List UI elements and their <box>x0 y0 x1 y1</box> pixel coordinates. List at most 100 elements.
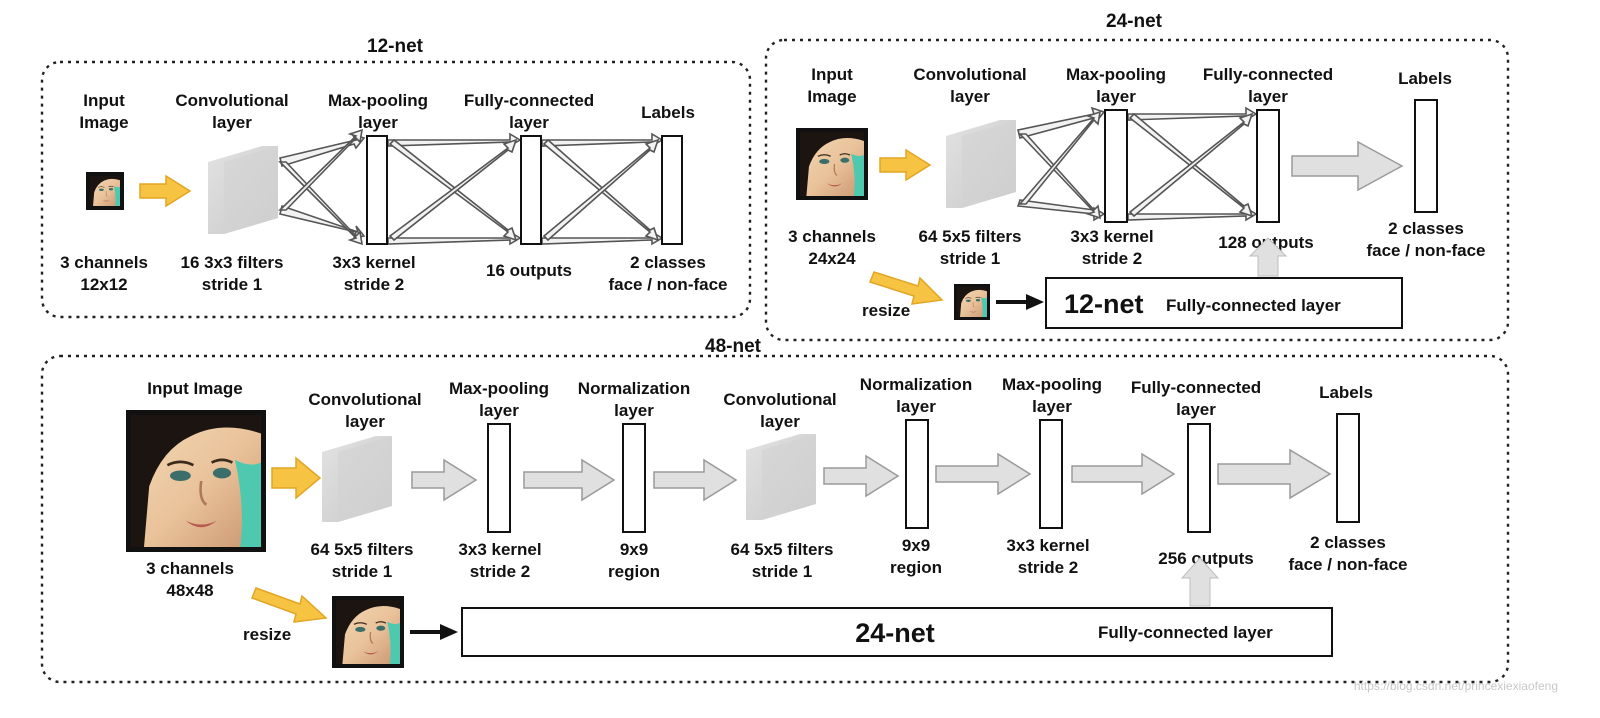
net24-sub-conv: 64 5x5 filters stride 1 <box>918 227 1021 268</box>
svg-text:24x24: 24x24 <box>808 249 856 268</box>
svg-text:stride 2: stride 2 <box>1082 249 1142 268</box>
svg-text:layer: layer <box>614 401 654 420</box>
net48-heading-pool2: Max-pooling layer <box>1002 375 1102 416</box>
svg-text:64 5x5 filters: 64 5x5 filters <box>918 227 1021 246</box>
net24-heading-input: Input Image <box>807 65 856 106</box>
conv-block-48-1 <box>322 436 392 522</box>
net12-sub-fc: 16 outputs <box>486 261 572 280</box>
net48-labels-bar <box>1336 413 1360 523</box>
face-image-48-small <box>332 596 404 668</box>
gray-arrow-icon <box>935 452 1032 496</box>
svg-text:Fully-connected: Fully-connected <box>464 91 594 110</box>
svg-text:Input: Input <box>83 91 125 110</box>
net12-heading-conv: Convolutional layer <box>175 91 288 132</box>
svg-text:layer: layer <box>479 401 519 420</box>
net48-subnet-box <box>461 607 1333 657</box>
net24-resize-arrow-icon <box>869 271 944 305</box>
svg-text:stride 2: stride 2 <box>470 562 530 581</box>
net12-heading-input: Input Image <box>79 91 128 132</box>
svg-text:Image: Image <box>79 113 128 132</box>
svg-text:layer: layer <box>896 397 936 416</box>
net48-norm2-bar <box>905 419 929 529</box>
gray-up-arrow-icon <box>1248 237 1288 277</box>
svg-text:Normalization: Normalization <box>578 379 690 398</box>
face-image-24 <box>796 128 868 200</box>
svg-text:48x48: 48x48 <box>166 581 213 600</box>
gray-arrow-icon <box>1291 140 1404 192</box>
svg-text:stride 1: stride 1 <box>752 562 812 581</box>
svg-text:3 channels: 3 channels <box>146 559 234 578</box>
svg-text:layer: layer <box>1176 400 1216 419</box>
net48-pool1-bar <box>487 423 511 533</box>
svg-text:16 3x3 filters: 16 3x3 filters <box>180 253 283 272</box>
net24-subnet-name: 12-net <box>1064 289 1144 319</box>
svg-text:3x3 kernel: 3x3 kernel <box>458 540 541 559</box>
svg-text:3 channels: 3 channels <box>788 227 876 246</box>
svg-text:Image: Image <box>807 87 856 106</box>
net48-sub-norm2: 9x9 region <box>890 536 942 577</box>
yellow-arrow-icon <box>139 174 192 208</box>
net24-labels-bar <box>1414 99 1438 213</box>
svg-text:layer: layer <box>760 412 800 431</box>
net48-resize-arrow-icon <box>251 587 328 623</box>
svg-text:layer: layer <box>1096 87 1136 106</box>
svg-text:face / non-face: face / non-face <box>1288 555 1407 574</box>
net48-fc-bar <box>1187 423 1211 533</box>
net48-heading-conv1: Convolutional layer <box>308 390 421 431</box>
svg-text:layer: layer <box>950 87 990 106</box>
net48-pool2-bar <box>1039 419 1063 529</box>
net24-subnet-box <box>1045 277 1403 329</box>
net12-sub-pool: 3x3 kernel stride 2 <box>332 253 415 294</box>
net48-subnet-layer: Fully-connected layer <box>1098 623 1273 642</box>
svg-text:layer: layer <box>345 412 385 431</box>
gray-arrow-icon <box>411 458 478 502</box>
net12-labels-bar <box>661 135 683 245</box>
gray-arrow-icon <box>1071 452 1176 496</box>
svg-text:Convolutional: Convolutional <box>723 390 836 409</box>
net48-sub-pool1: 3x3 kernel stride 2 <box>458 540 541 581</box>
svg-text:2 classes: 2 classes <box>630 253 706 272</box>
svg-text:stride 2: stride 2 <box>344 275 404 294</box>
net48-sub-input: 3 channels 48x48 <box>146 559 234 600</box>
conv-block-48-2 <box>746 434 816 520</box>
svg-text:2 classes: 2 classes <box>1388 219 1464 238</box>
svg-text:stride 2: stride 2 <box>1018 558 1078 577</box>
net48-heading-pool1: Max-pooling layer <box>449 379 549 420</box>
net48-sub-conv2: 64 5x5 filters stride 1 <box>730 540 833 581</box>
net24-cross-arrows <box>1016 106 1258 222</box>
svg-text:9x9: 9x9 <box>620 540 648 559</box>
frame-48-net <box>40 354 1510 684</box>
net48-heading-norm1: Normalization layer <box>578 379 690 420</box>
net48-heading-fc: Fully-connected layer <box>1131 378 1261 419</box>
svg-text:Normalization: Normalization <box>860 375 972 394</box>
svg-text:stride 1: stride 1 <box>202 275 262 294</box>
black-arrow-icon <box>410 624 458 640</box>
black-arrow-icon <box>996 294 1044 310</box>
net12-fc-layer-bar <box>520 135 542 245</box>
svg-text:stride 1: stride 1 <box>940 249 1000 268</box>
net48-norm1-bar <box>622 423 646 533</box>
yellow-arrow-icon <box>879 148 932 182</box>
face-image-24-small <box>954 284 990 320</box>
face-image-12 <box>86 172 124 210</box>
net24-subnet-layer: Fully-connected layer <box>1166 296 1341 315</box>
net24-fc-layer-bar <box>1256 109 1280 223</box>
svg-text:layer: layer <box>1248 87 1288 106</box>
svg-text:Max-pooling: Max-pooling <box>449 379 549 398</box>
net48-sub-labels: 2 classes face / non-face <box>1288 533 1407 574</box>
net24-heading-conv: Convolutional layer <box>913 65 1026 106</box>
net48-heading-norm2: Normalization layer <box>860 375 972 416</box>
net12-pool-layer-bar <box>366 135 388 245</box>
net12-sub-input: 3 channels 12x12 <box>60 253 148 294</box>
title-24-net: 24-net <box>1106 11 1163 32</box>
net48-heading-labels: Labels <box>1319 383 1373 402</box>
title-12-net: 12-net <box>367 36 424 57</box>
watermark: https://blog.csdn.net/princexiexiaofeng <box>1354 679 1558 693</box>
gray-arrow-icon <box>823 454 900 498</box>
svg-text:Max-pooling: Max-pooling <box>328 91 428 110</box>
svg-text:Convolutional: Convolutional <box>175 91 288 110</box>
net12-heading-pool: Max-pooling layer <box>328 91 428 132</box>
svg-text:Input: Input <box>811 65 853 84</box>
svg-text:9x9: 9x9 <box>902 536 930 555</box>
